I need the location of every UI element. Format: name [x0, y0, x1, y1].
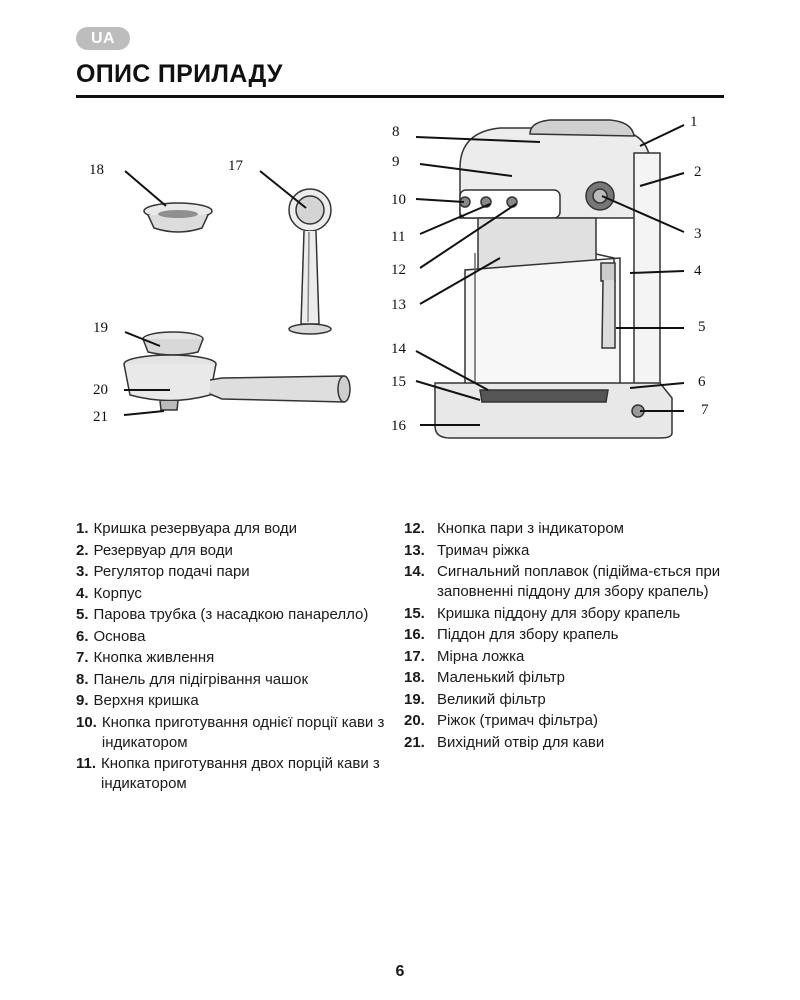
callout-4: 4: [694, 263, 702, 279]
legend-number: 8.: [76, 670, 89, 688]
legend-number: 3.: [76, 563, 89, 580]
page-title: ОПИС ПРИЛАДУ: [76, 60, 283, 88]
legend-item-5: 5.Парова трубка (з насадкою панарелло): [76, 605, 396, 625]
legend-item-6: 6.Основа: [76, 627, 396, 647]
legend-label: Маленький фільтр: [437, 669, 565, 686]
legend-label: Резервуар для води: [93, 541, 233, 559]
legend-number: 17.: [404, 647, 425, 665]
legend-item-20: 20. Ріжок (тримач фільтра): [404, 711, 728, 731]
legend-item-13: 13. Тримач ріжка: [404, 541, 728, 561]
legend-label: Панель для підігрівання чашок: [93, 670, 309, 688]
callout-7: 7: [701, 402, 709, 418]
legend-item-14: 14. Сигнальний поплавок (підійма-ється пр…: [404, 562, 728, 602]
portafilter-illustration: [123, 354, 351, 411]
legend-item-8: 8.Панель для підігрівання чашок: [76, 670, 396, 690]
title-divider: [76, 95, 724, 98]
callout-8: 8: [392, 124, 400, 140]
legend-item-10: 10.Кнопка приготування однієї порції кав…: [76, 713, 396, 753]
callout-6: 6: [698, 374, 706, 390]
legend-item-12: 12. Кнопка пари з індикатором: [404, 519, 728, 539]
measuring-spoon-illustration: [288, 188, 332, 335]
legend-label: Ріжок (тримач фільтра): [437, 712, 598, 729]
legend-number: 6.: [76, 627, 89, 645]
callout-9: 9: [392, 154, 400, 170]
callout-12: 12: [391, 262, 406, 278]
parts-legend-right: 12. Кнопка пари з індикатором 13. Тримач р…: [404, 519, 728, 754]
legend-item-18: 18. Маленький фільтр: [404, 668, 728, 688]
callout-3: 3: [694, 226, 702, 242]
legend-number: 21.: [404, 733, 425, 751]
legend-number: 11.: [76, 755, 97, 772]
callout-2: 2: [694, 164, 702, 180]
coffee-machine-diagram: 1 2 3 4 5 6 7 8 9 10 11 12 13 14 15 16 1…: [89, 114, 709, 439]
legend-item-1: 1.Кришка резервуара для води: [76, 519, 396, 539]
legend-label: Парова трубка (з насадкою панарелло): [93, 606, 369, 623]
legend-number: 4.: [76, 584, 89, 602]
legend-number: 10.: [76, 713, 97, 731]
legend-number: 19.: [404, 690, 425, 708]
legend-label: Сигнальний поплавок (підійма-ється при з…: [437, 563, 721, 600]
callout-19: 19: [93, 320, 108, 336]
legend-label: Великий фільтр: [437, 690, 546, 708]
legend-item-19: 19. Великий фільтр: [404, 690, 728, 710]
legend-number: 1.: [76, 520, 89, 537]
legend-item-3: 3.Регулятор подачі пари: [76, 562, 396, 582]
callout-20: 20: [93, 382, 108, 398]
parts-legend-left: 1.Кришка резервуара для води 2.Резервуар…: [76, 519, 396, 796]
legend-label: Верхня кришка: [93, 692, 199, 709]
callout-13: 13: [391, 297, 406, 313]
coffee-machine-illustration: [434, 119, 673, 439]
legend-label: Кнопка пари з індикатором: [437, 520, 624, 537]
legend-number: 15.: [404, 604, 425, 622]
legend-label: Основа: [93, 627, 146, 645]
legend-item-15: 15. Кришка піддону для збору крапель: [404, 604, 728, 624]
callout-11: 11: [391, 229, 405, 245]
legend-number: 7.: [76, 649, 89, 666]
legend-item-21: 21. Вихідний отвір для кави: [404, 733, 728, 753]
legend-number: 20.: [404, 712, 425, 729]
callout-lines: [123, 124, 685, 426]
legend-number: 2.: [76, 541, 89, 559]
callout-18: 18: [89, 162, 104, 178]
callout-17: 17: [228, 158, 244, 174]
legend-number: 13.: [404, 541, 425, 559]
legend-label: Кришка піддону для збору крапель: [437, 604, 681, 622]
legend-item-2: 2.Резервуар для води: [76, 541, 396, 561]
callout-21: 21: [93, 409, 108, 425]
callout-1: 1: [690, 114, 698, 130]
legend-number: 5.: [76, 606, 89, 623]
legend-number: 9.: [76, 692, 89, 709]
language-badge: UA: [76, 27, 130, 50]
callout-15: 15: [391, 374, 406, 390]
page-number: 6: [395, 963, 405, 980]
callout-14: 14: [391, 341, 407, 357]
legend-item-16: 16. Піддон для збору крапель: [404, 625, 728, 645]
legend-item-17: 17. Мірна ложка: [404, 647, 728, 667]
legend-item-7: 7.Кнопка живлення: [76, 648, 396, 668]
legend-item-4: 4.Корпус: [76, 584, 396, 604]
legend-label: Регулятор подачі пари: [93, 563, 250, 580]
legend-item-11: 11.Кнопка приготування двох порцій кави …: [76, 754, 396, 794]
callout-16: 16: [391, 418, 407, 434]
callout-10: 10: [391, 192, 406, 208]
legend-label: Вихідний отвір для кави: [437, 733, 605, 751]
legend-number: 16.: [404, 626, 425, 643]
legend-label: Кнопка живлення: [93, 649, 215, 666]
legend-number: 12.: [404, 520, 425, 537]
legend-label: Піддон для збору крапель: [437, 626, 619, 643]
legend-number: 14.: [404, 563, 425, 580]
legend-label: Корпус: [93, 584, 142, 602]
legend-label: Мірна ложка: [437, 647, 525, 665]
legend-label: Кнопка приготування однієї порції кави з…: [101, 713, 385, 751]
legend-label: Тримач ріжка: [437, 541, 530, 559]
legend-label: Кнопка приготування двох порцій кави з і…: [101, 755, 380, 792]
legend-item-9: 9.Верхня кришка: [76, 691, 396, 711]
callout-5: 5: [698, 319, 706, 335]
legend-number: 18.: [404, 669, 425, 686]
small-filter-illustration: [143, 202, 213, 233]
legend-label: Кришка резервуара для води: [93, 520, 298, 537]
